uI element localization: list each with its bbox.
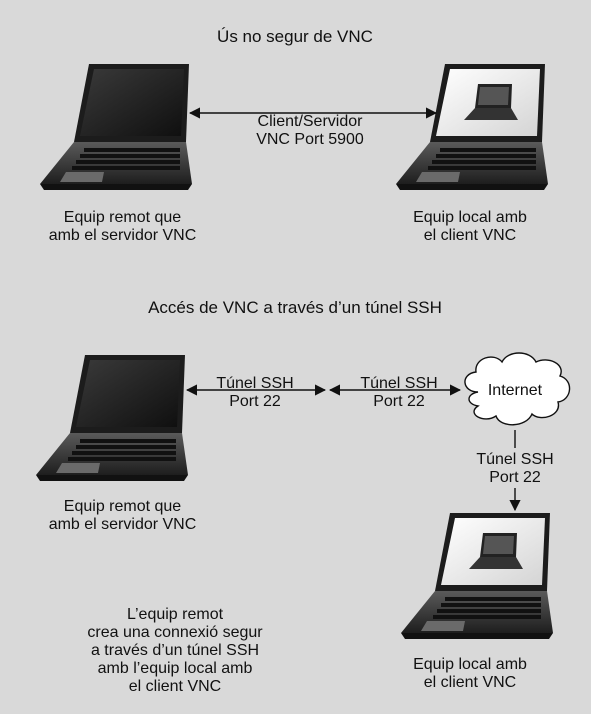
section2-title: Accés de VNC a través d’un túnel SSH	[148, 298, 442, 317]
ssh-tunnel-label-1: Túnel SSH Port 22	[216, 375, 294, 410]
internet-cloud-icon	[464, 352, 571, 426]
local-caption: Equip local amb el client VNC	[413, 209, 527, 244]
ssh-note: L’equip remot crea una connexió segur a …	[87, 606, 263, 695]
section1-title: Ús no segur de VNC	[217, 27, 373, 46]
remote-caption: Equip remot que amb el servidor VNC	[48, 209, 197, 244]
remote-laptop-icon	[40, 64, 192, 190]
remote-caption-ssh: Equip remot que amb el servidor VNC	[48, 498, 197, 533]
local-laptop-icon	[396, 64, 548, 190]
ssh-tunnel-label-2: Túnel SSH Port 22	[360, 375, 438, 410]
cloud-label: Internet	[487, 382, 543, 399]
ssh-tunnel-label-3: Túnel SSH Port 22	[476, 451, 554, 486]
vnc-connection-label: Client/Servidor VNC Port 5900	[256, 113, 364, 148]
local-laptop-ssh-icon	[401, 513, 553, 639]
remote-laptop-ssh-icon	[36, 355, 188, 481]
local-caption-ssh: Equip local amb el client VNC	[413, 656, 527, 691]
